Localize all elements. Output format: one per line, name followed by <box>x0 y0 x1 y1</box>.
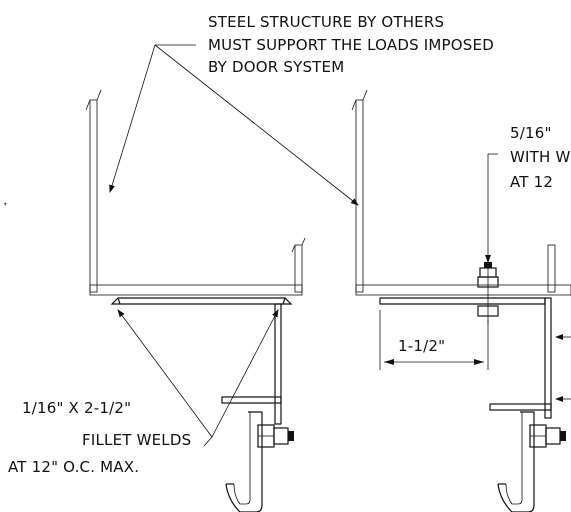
left-angle-leg <box>274 303 282 425</box>
left-weld-plate <box>117 297 286 305</box>
weld-note-line2: FILLET WELDS <box>82 431 191 449</box>
left-hanger-bracket <box>225 411 263 512</box>
steel-note-line3: BY DOOR SYSTEM <box>208 58 344 76</box>
left-channel-wall-outer <box>89 99 98 293</box>
steel-note-line2: MUST SUPPORT THE LOADS IMPOSED <box>208 36 494 54</box>
dim-label: 1-1/2" <box>398 337 445 355</box>
left-detail <box>85 89 306 512</box>
right-channel-bottom <box>355 284 571 296</box>
left-channel-bottom <box>89 284 303 296</box>
right-channel-wall-inner <box>547 244 556 293</box>
right-channel-wall <box>355 99 364 293</box>
weld-leader-right <box>211 309 279 438</box>
right-angle-flange <box>489 403 552 411</box>
bolt-note-line1: 5/16" <box>510 124 552 142</box>
weld-note-line3: AT 12" O.C. MAX. <box>8 458 139 476</box>
right-angle-top <box>379 297 546 305</box>
left-channel-wall-inner <box>294 244 303 293</box>
steel-leader-right <box>154 44 359 206</box>
margin-mark: ᐩ <box>3 200 7 213</box>
weld-leader-left <box>117 309 213 438</box>
bolt-note-line3: AT 12 <box>510 173 553 191</box>
right-angle-leg <box>544 297 552 419</box>
left-bolt-nut <box>273 427 289 445</box>
right-hanger-bracket <box>497 411 535 512</box>
steel-note-line1: STEEL STRUCTURE BY OTHERS <box>208 13 444 31</box>
left-angle-flange <box>221 396 282 404</box>
left-bolt-end <box>288 431 294 441</box>
bolt-note-line2: WITH W <box>510 148 571 166</box>
weld-note-line1: 1/16" X 2-1/2" <box>22 399 131 417</box>
